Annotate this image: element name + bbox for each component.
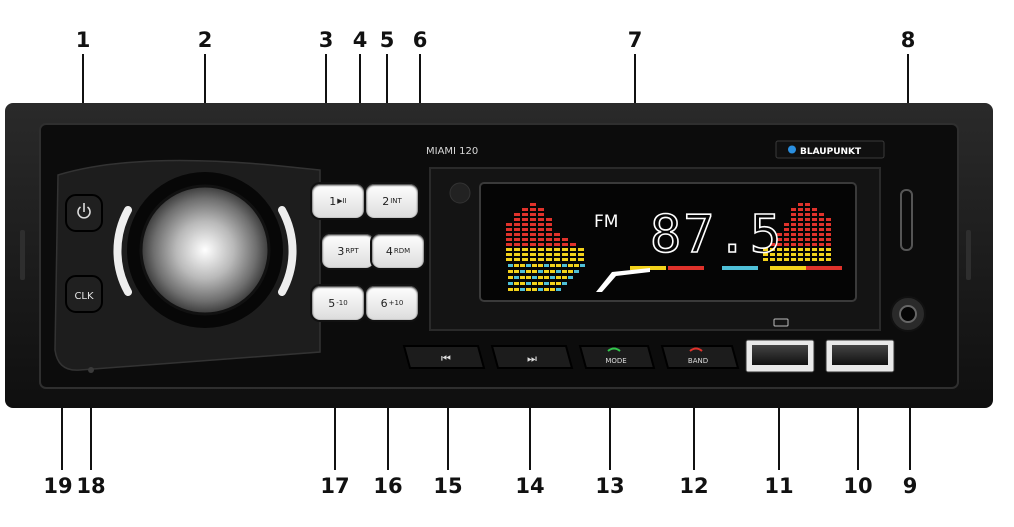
callout-number: 9 (902, 474, 918, 498)
callout-number: 19 (43, 474, 73, 498)
callout-number: 3 (318, 28, 334, 52)
callout-number: 13 (595, 474, 625, 498)
ir-sensor (449, 182, 471, 204)
preset-2-number: 2 (382, 194, 390, 208)
callout-number: 8 (900, 28, 916, 52)
phone-hangup-icon (689, 347, 703, 352)
power-button[interactable] (65, 194, 103, 232)
callout-number: 17 (320, 474, 350, 498)
eq-visualizer-bottom (508, 264, 842, 292)
callout-number: 11 (764, 474, 794, 498)
mode-label: MODE (605, 357, 626, 365)
model-label: MIAMI 120 (426, 146, 478, 157)
mode-button[interactable] (578, 345, 656, 369)
callout-number: 14 (515, 474, 545, 498)
callout-number: 5 (379, 28, 395, 52)
brand-label: BLAUPUNKT (800, 147, 862, 157)
card-slot[interactable] (900, 189, 913, 251)
callout-number: 2 (197, 28, 213, 52)
preset-3-function: RPT (345, 247, 359, 255)
preset-3-number: 3 (337, 244, 345, 258)
callout-number: 7 (627, 28, 643, 52)
preset-1-function: ▶II (337, 197, 347, 205)
eq-visualizer-left (506, 203, 584, 261)
callout-number: 6 (412, 28, 428, 52)
battery-charge-icon (773, 318, 789, 327)
next-icon: ⏭ (527, 352, 537, 365)
power-icon (77, 203, 91, 219)
preset-2-function: INT (390, 197, 402, 205)
mic-hole (88, 367, 94, 373)
band-button[interactable] (660, 345, 740, 369)
preset-5-function: -10 (336, 299, 348, 307)
preset-4-function: RDM (393, 247, 411, 255)
preset-1-number: 1 (329, 194, 337, 208)
callout-number: 16 (373, 474, 403, 498)
brand-logo-icon (788, 145, 796, 154)
preset-6-function: +10 (388, 299, 404, 307)
callout-number: 15 (433, 474, 463, 498)
display-band: FM (594, 212, 618, 232)
callout-number: 1 (75, 28, 91, 52)
callout-number: 4 (352, 28, 368, 52)
preset-4-number: 4 (385, 244, 393, 258)
phone-answer-icon (607, 347, 621, 352)
volume-knob[interactable] (139, 184, 271, 316)
clock-button[interactable] (65, 275, 103, 313)
eq-visualizer-right (763, 203, 831, 261)
callout-number: 10 (843, 474, 873, 498)
preset-5-number: 5 (328, 296, 336, 310)
previous-button[interactable] (402, 345, 486, 369)
callout-number: 18 (76, 474, 106, 498)
preset-6-number: 6 (380, 296, 388, 310)
display-frequency: 87.5 (650, 205, 783, 265)
preset-1-play-pause-button[interactable]: 1▶II (312, 184, 364, 218)
band-label: BAND (688, 357, 708, 365)
clock-button-label: CLK (74, 291, 94, 302)
previous-icon: ⏮ (441, 352, 451, 365)
next-button[interactable] (490, 345, 574, 369)
preset-5-minus-10-button[interactable]: 5-10 (312, 286, 364, 320)
callout-number: 12 (679, 474, 709, 498)
preset-6-plus-10-button[interactable]: 6+10 (366, 286, 418, 320)
